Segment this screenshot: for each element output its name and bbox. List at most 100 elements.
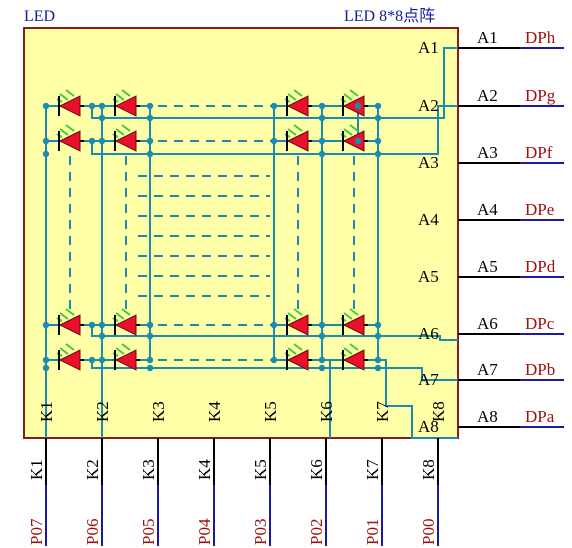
pin-inner-label: A5 [418,267,439,286]
pin-inner-label: A8 [418,417,439,436]
pin-inner-label: A4 [418,210,439,229]
junction-dot [374,114,382,122]
net-label: P04 [195,518,214,545]
junction-dot [88,102,96,110]
net-label: P07 [27,518,46,545]
net-label: DPd [525,257,556,276]
pin-outer-label: K6 [307,459,326,480]
pin-outer-label: K2 [83,459,102,480]
junction-dot [42,364,50,372]
led-diode-icon [56,308,84,336]
led-diode-icon [340,89,368,117]
pin-inner-label: A6 [418,324,439,343]
pin-inner-label: A3 [418,153,439,172]
pin-outer-label: A4 [477,200,498,219]
pin-inner-label: K1 [37,401,56,422]
junction-dot [354,102,362,110]
junction-dot [146,102,154,110]
junction-dot [318,332,326,340]
net-label: DPg [525,86,556,105]
net-label: DPb [525,360,555,379]
junction-dot [42,150,50,158]
pin-outer-label: A7 [477,360,498,379]
junction-dot [146,356,154,364]
junction-dot [354,137,362,145]
net-label: DPf [525,143,553,162]
net-label: DPe [525,200,554,219]
junction-dot [270,137,278,145]
junction-dot [146,364,154,372]
junction-dot [98,102,106,110]
net-label: P06 [83,519,102,545]
net-label: DPa [525,407,555,426]
hidden-rows [138,105,274,361]
led-diode-icon [56,343,84,371]
pin-inner-label: A2 [418,96,439,115]
junction-dot [318,321,326,329]
net-label: P05 [139,519,158,545]
led-diode-icon [284,89,312,117]
junction-dot [146,150,154,158]
junction-dot [374,332,382,340]
junction-dot [146,137,154,145]
pin-inner-label: K8 [429,401,448,422]
junction-dot [98,321,106,329]
junction-dot [88,321,96,329]
junction-dot [318,356,326,364]
component-title-label: LED 8*8点阵 [344,7,435,25]
junction-dot [374,321,382,329]
led-diode-icon [284,308,312,336]
component-body [23,27,459,439]
pin-outer-label: K7 [363,459,382,480]
net-label: P01 [363,519,382,545]
junction-dot [146,114,154,122]
led-diode-icon [112,124,140,152]
led-diode-icon [112,89,140,117]
pin-inner-label: K7 [373,401,392,422]
pin-inner-label: K6 [317,401,336,422]
junction-dot [318,364,326,372]
component-name-label: LED [24,8,55,25]
led-diode-icon [112,308,140,336]
pin-inner-label: K4 [205,401,224,422]
pin-outer-label: K4 [195,459,214,480]
junction-dot [270,102,278,110]
pin-outer-label: K8 [419,459,438,480]
led-diode-icon [340,308,368,336]
junction-dot [318,150,326,158]
junction-dot [270,356,278,364]
net-label: P03 [251,519,270,545]
junction-dot [98,114,106,122]
pin-outer-label: A1 [477,28,498,47]
net-label: P02 [307,519,326,545]
pin-outer-label: A5 [477,257,498,276]
net-label: DPh [525,28,556,47]
pin-outer-label: A3 [477,143,498,162]
pin-outer-label: A6 [477,314,498,333]
pin-outer-label: A8 [477,407,498,426]
junction-dot [42,137,50,145]
junction-dot [146,332,154,340]
junction-dot [88,356,96,364]
junction-dot [374,356,382,364]
net-label: P00 [419,519,438,545]
pin-inner-label: A1 [418,38,439,57]
led-diode-icon [284,124,312,152]
junction-dots [42,102,382,372]
junction-dot [374,137,382,145]
pin-outer-label: K1 [27,459,46,480]
